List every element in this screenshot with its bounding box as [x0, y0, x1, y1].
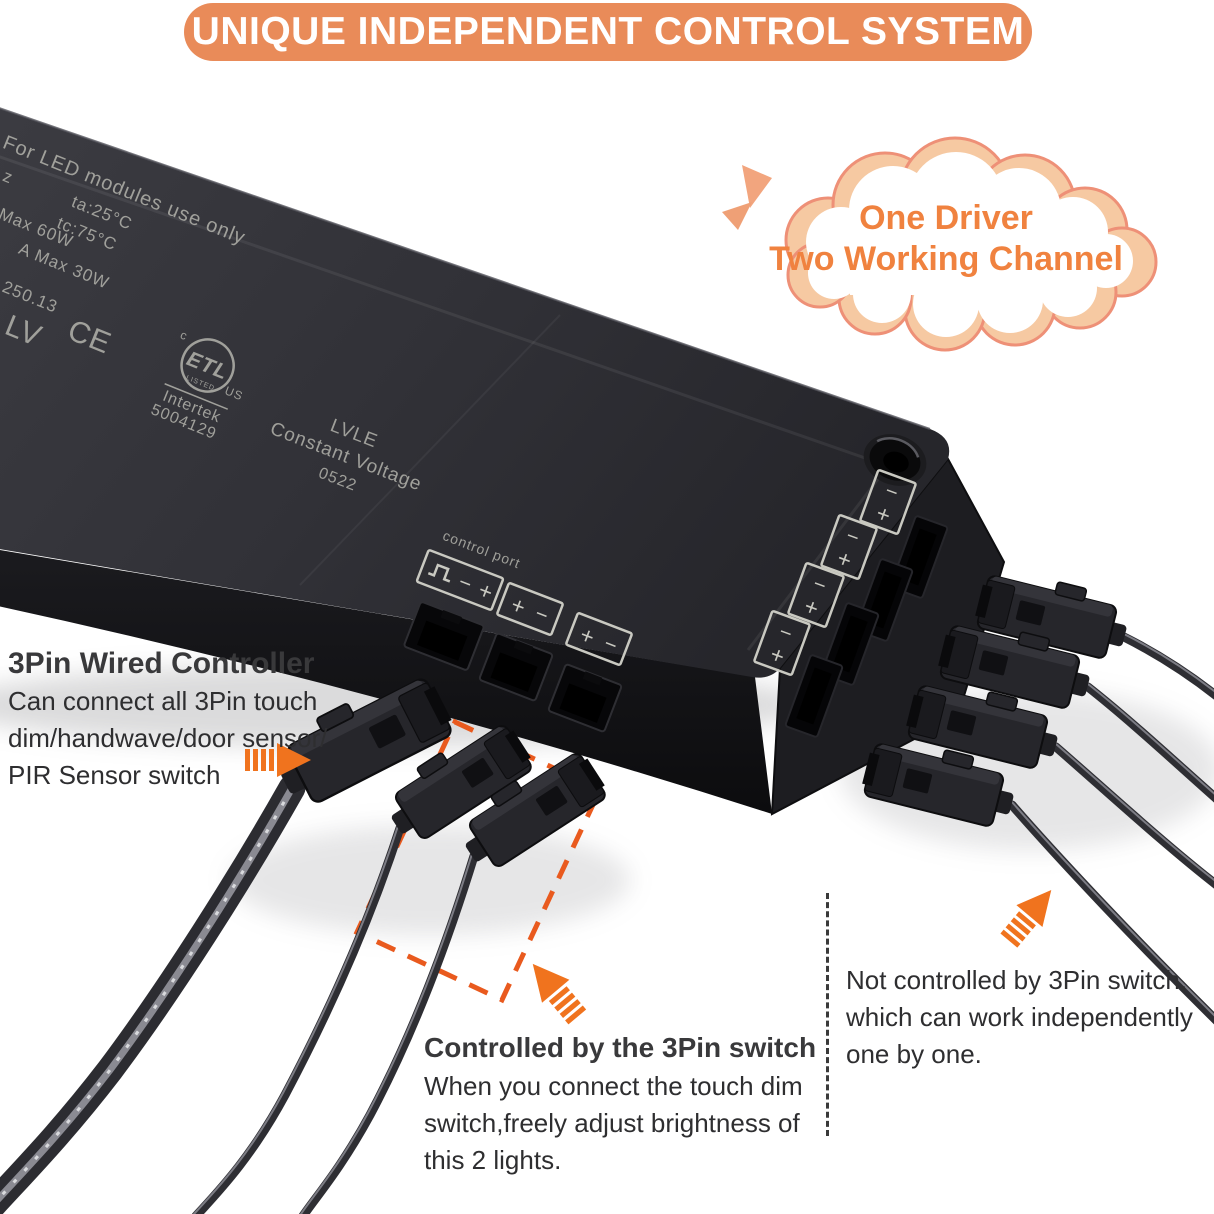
control-socket-3 [547, 663, 623, 733]
wire-3 [298, 851, 479, 1214]
control-socket-2 [478, 632, 554, 702]
output-wire-3 [1051, 742, 1214, 889]
led-driver: For LED modules use only z ta:25°C tc:75… [0, 107, 1006, 816]
right-arrow-icon [995, 879, 1065, 952]
output-wire-1 [1119, 632, 1214, 700]
bubble-line1: One Driver [859, 199, 1033, 237]
dashed-divider [826, 893, 829, 1136]
output-wire-2 [1083, 682, 1214, 803]
sparkle-icon [722, 202, 752, 230]
driver-front-face [0, 550, 772, 814]
note-left-line: Can connect all 3Pin touch [8, 686, 318, 716]
note-bottom-line: When you connect the touch dim [424, 1071, 803, 1101]
note-controlled: Controlled by the 3Pin switch When you c… [424, 1028, 816, 1179]
note-left-line: dim/handwave/door sensor/ [8, 723, 328, 753]
banner: UNIQUE INDEPENDENT CONTROL SYSTEM [184, 3, 1032, 61]
note-bottom-line: switch,freely adjust brightness of [424, 1108, 800, 1138]
sparkle-icon [742, 165, 772, 208]
bubble-line2: Two Working Channel [769, 240, 1123, 278]
note-right-line: Not controlled by 3Pin switch, [846, 965, 1188, 995]
note-bottom-title: Controlled by the 3Pin switch [424, 1032, 817, 1063]
output-wire-4 [1007, 800, 1214, 1025]
output-marking-2: − + [820, 514, 878, 580]
screw-hole-icon [863, 434, 927, 486]
note-right-line: one by one. [846, 1039, 982, 1069]
output-socket-4 [784, 654, 844, 738]
note-right-line: which can work independently [846, 1002, 1193, 1032]
etl-us: US [223, 383, 246, 403]
note-left-title: 3Pin Wired Controller [8, 647, 315, 680]
note-left-line: PIR Sensor switch [8, 760, 221, 790]
speech-cloud: One Driver Two Working Channel [722, 136, 1158, 352]
cables [0, 632, 1214, 1214]
control-socket-1 [403, 601, 485, 671]
bottom-arrow-icon [519, 952, 591, 1029]
wire-2 [191, 823, 405, 1214]
note-not-controlled: Not controlled by 3Pin switch, which can… [846, 962, 1193, 1073]
driver-top-face [0, 108, 950, 678]
etl-c: c [178, 328, 190, 344]
banner-title: UNIQUE INDEPENDENT CONTROL SYSTEM [191, 10, 1025, 53]
note-3pin-controller: 3Pin Wired Controller Can connect all 3P… [8, 645, 327, 794]
pulse-icon [427, 563, 451, 583]
note-bottom-line: this 2 lights. [424, 1145, 562, 1175]
